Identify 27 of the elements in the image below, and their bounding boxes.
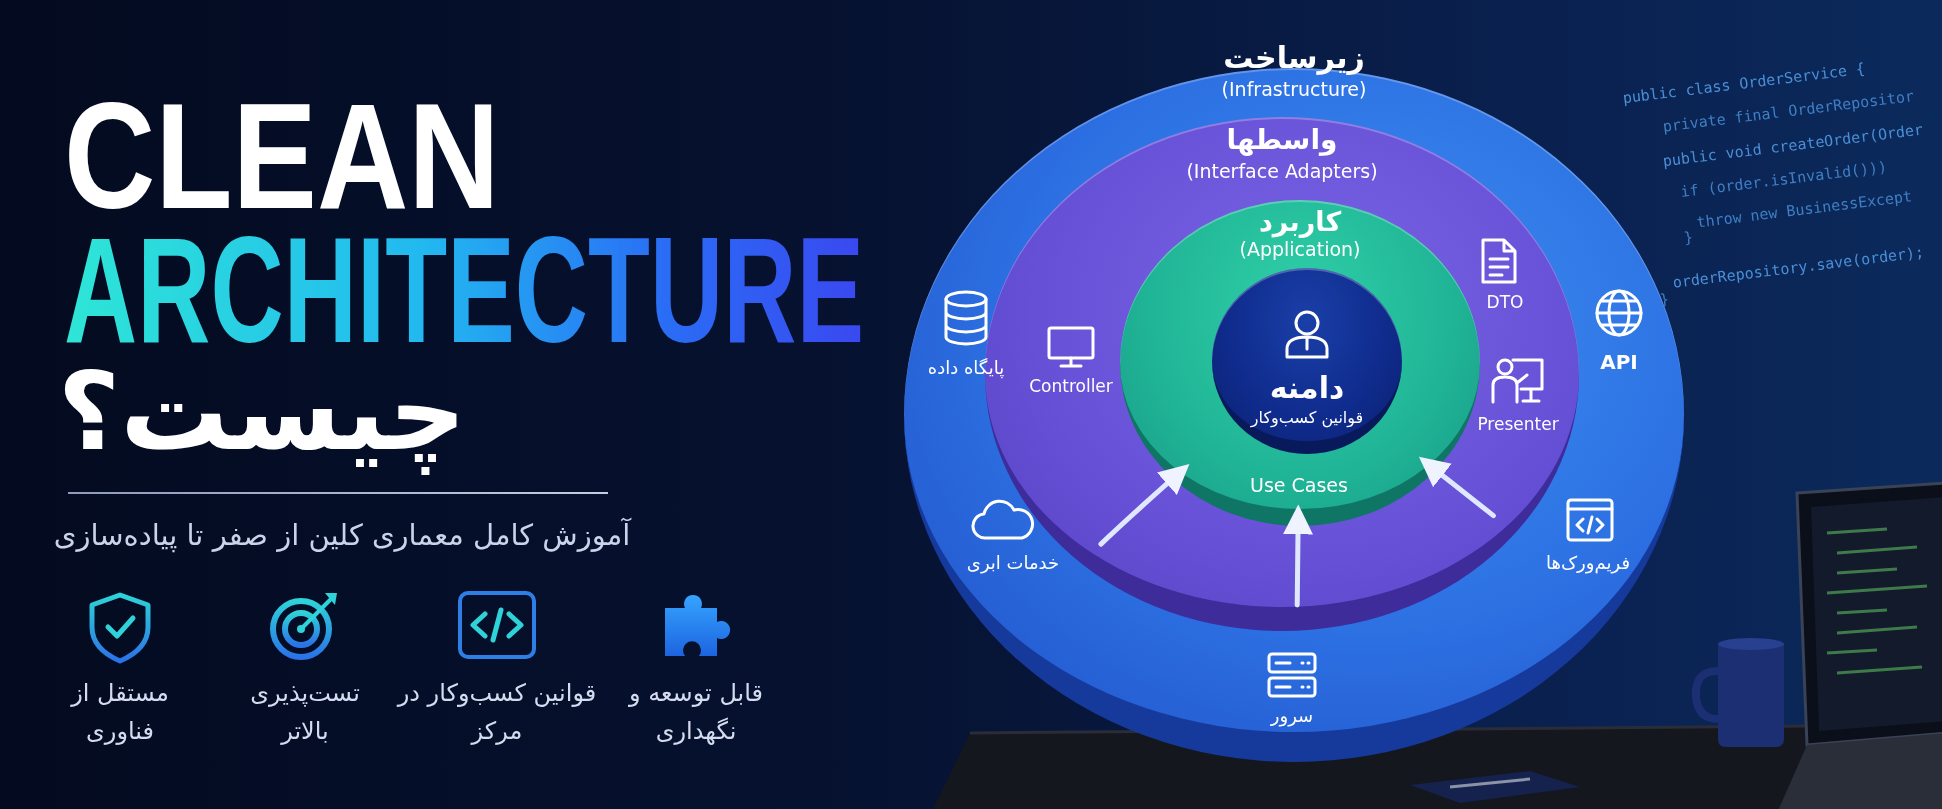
- layer-subtitle: (Infrastructure): [1221, 79, 1367, 101]
- layer-subtitle: (Interface Adapters): [1186, 161, 1378, 183]
- layer-item-label: پایگاه داده: [927, 357, 1005, 379]
- arrow: [1283, 504, 1313, 608]
- layer-title: کاربرد: [1258, 206, 1342, 238]
- layer-item-label: Use Cases: [1250, 475, 1348, 497]
- layer-item-label: فریم‌ورک‌ها: [1546, 552, 1630, 574]
- arrow: [1418, 456, 1496, 519]
- layer-item-label: Presenter: [1477, 415, 1559, 435]
- feature-label: مستقل از فناوری: [69, 677, 170, 747]
- layer-item-label: سرور: [1270, 705, 1314, 727]
- layer-item-label: DTO: [1486, 293, 1524, 313]
- feature-label: قوانین کسب‌وکار در مرکز: [395, 677, 598, 747]
- layer-item-label: خدمات ابری: [966, 552, 1060, 574]
- layer-item-label: Controller: [1029, 377, 1113, 397]
- code-line: }: [1659, 290, 1671, 310]
- feature-label: تست‌پذیری بالاتر: [249, 677, 361, 747]
- core-title: دامنه: [1269, 370, 1345, 406]
- feature-label: قابل توسعه و نگهداری: [627, 677, 765, 747]
- core-subtitle: قوانین کسب‌وکار: [1250, 408, 1364, 428]
- layer-title: زیرساخت: [1223, 40, 1365, 76]
- layer-title: واسطها: [1226, 123, 1338, 157]
- layer-item-label: API: [1600, 350, 1638, 374]
- subtitle: آموزش کامل معماری کلین از صفر تا پیاده‌سازی: [53, 519, 631, 553]
- arrow: [1098, 463, 1190, 547]
- code-line: }: [1683, 228, 1695, 247]
- layer-subtitle: (Application): [1239, 239, 1361, 261]
